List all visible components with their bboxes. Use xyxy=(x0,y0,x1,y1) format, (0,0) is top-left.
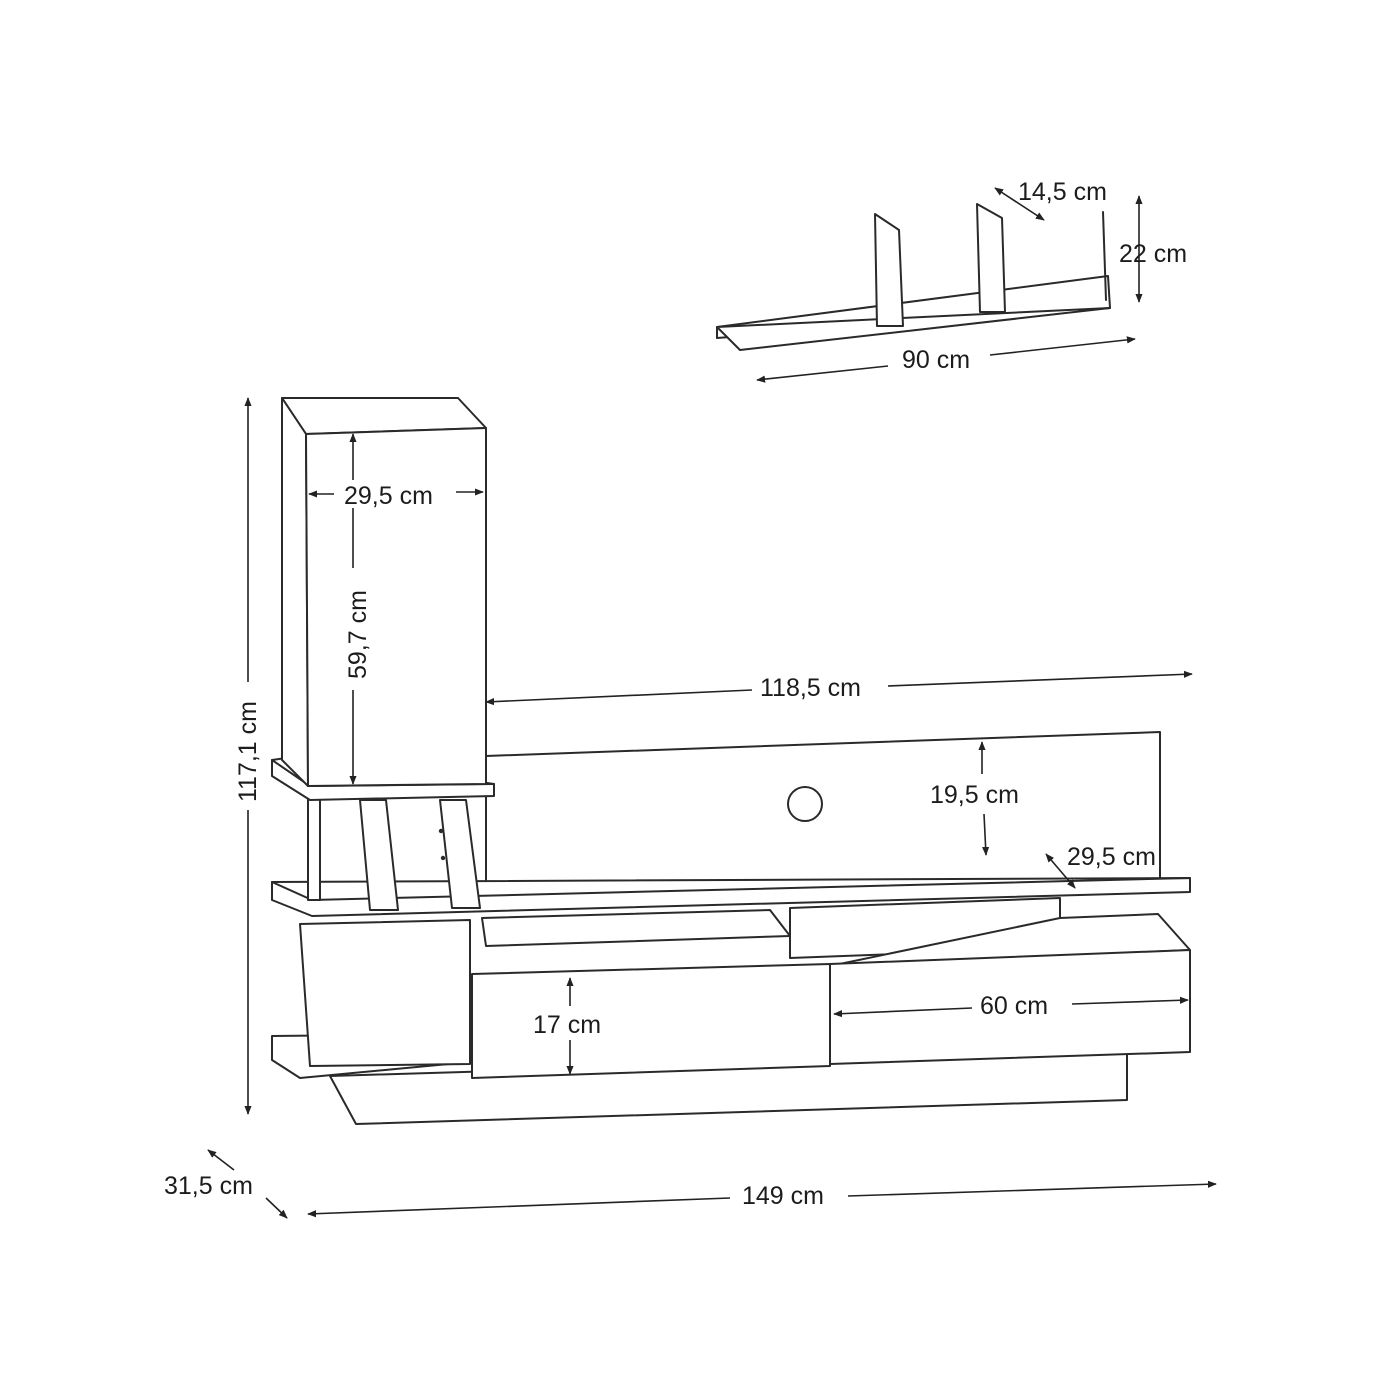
upper-panel-height-label: 19,5 cm xyxy=(930,781,1019,809)
drawer-width-label: 60 cm xyxy=(980,992,1048,1020)
upper-panel-width-label: 118,5 cm xyxy=(760,674,861,702)
drawer-height-label: 17 cm xyxy=(533,1011,601,1039)
shelf-depth-label: 14,5 cm xyxy=(1018,178,1107,206)
shelf-height-label: 22 cm xyxy=(1119,240,1187,268)
dimension-lines xyxy=(207,187,1217,1219)
total-width-label: 149 cm xyxy=(742,1182,824,1210)
cabinet-width-label: 29,5 cm xyxy=(344,482,433,510)
cabinet-height-label: 59,7 cm xyxy=(344,590,372,679)
tv-unit xyxy=(271,397,1191,1125)
total-height-label: 117,1 cm xyxy=(234,701,262,802)
wall-shelf xyxy=(716,203,1111,351)
total-depth-label: 31,5 cm xyxy=(164,1172,253,1200)
shelf-width-label: 90 cm xyxy=(902,346,970,374)
middle-shelf-depth-label: 29,5 cm xyxy=(1067,843,1156,871)
